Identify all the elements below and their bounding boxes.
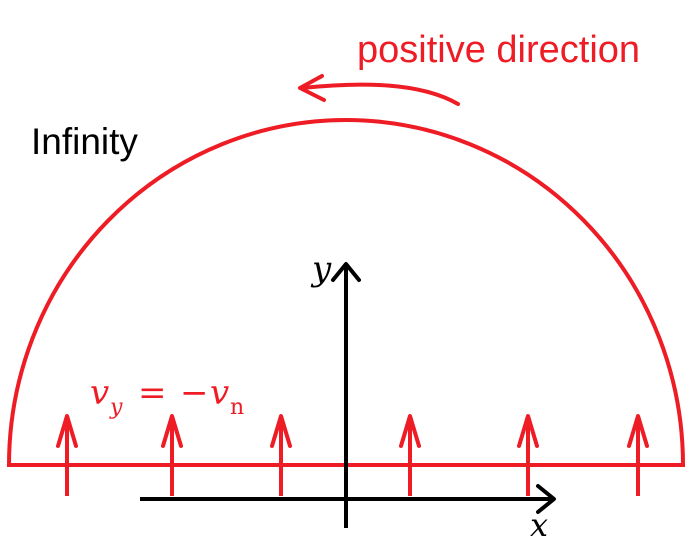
flow-arrow bbox=[399, 414, 421, 496]
flow-arrows bbox=[56, 414, 649, 496]
bc-lhs-sub: y bbox=[109, 395, 123, 420]
bc-rhs-sub: n bbox=[230, 395, 244, 420]
y-axis bbox=[331, 262, 361, 528]
x-axis-label: x bbox=[530, 506, 548, 544]
positive-direction-label: positive direction bbox=[357, 29, 640, 71]
bc-rhs-var: v bbox=[210, 373, 229, 413]
bc-minus: − bbox=[180, 373, 209, 413]
bc-equals: = bbox=[138, 373, 167, 413]
flow-arrow bbox=[161, 414, 183, 496]
infinity-label: Infinity bbox=[31, 121, 138, 162]
positive-direction-arrow bbox=[298, 74, 460, 106]
flow-arrow bbox=[270, 414, 292, 496]
flow-arrow bbox=[517, 414, 539, 496]
flow-arrow bbox=[56, 414, 78, 496]
semicircle-boundary bbox=[6, 118, 686, 467]
y-axis-label: y bbox=[310, 249, 332, 289]
boundary-condition-label: v y = − v n bbox=[90, 373, 244, 420]
bc-lhs-var: v bbox=[90, 373, 109, 413]
flow-arrow bbox=[627, 414, 649, 496]
